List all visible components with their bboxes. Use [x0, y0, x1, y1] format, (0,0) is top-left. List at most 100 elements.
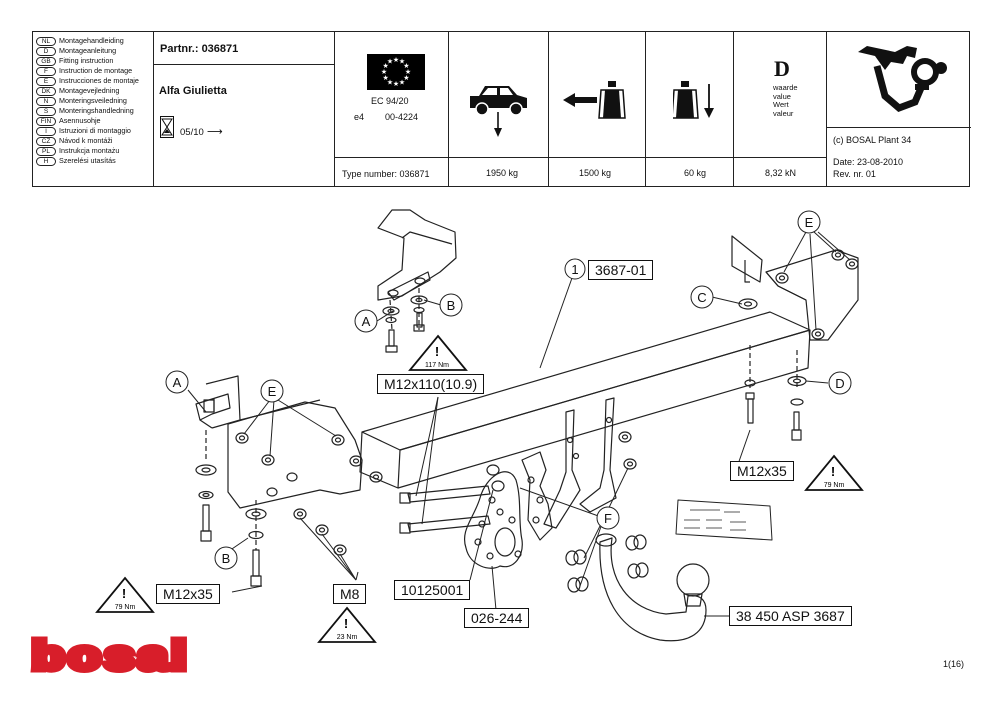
svg-text:F: F — [604, 511, 612, 526]
svg-text:bosal: bosal — [32, 634, 190, 678]
callout-e-right: E — [797, 210, 821, 234]
vertical-load-icon — [673, 81, 714, 119]
build-date: 05/10 — [180, 127, 204, 138]
svg-text:1: 1 — [571, 262, 578, 277]
ball-nuts — [565, 534, 649, 593]
nut-m8-box: M8 — [333, 584, 367, 604]
callout-b-top: B — [439, 293, 463, 317]
torque-warning-79-right: ! 79 Nm — [804, 454, 864, 491]
divider — [153, 64, 334, 65]
svg-text:★: ★ — [382, 74, 388, 82]
svg-text:B: B — [222, 551, 231, 566]
arrow-right-icon: ⟶ — [207, 126, 223, 138]
divider — [334, 32, 335, 186]
svg-text:A: A — [173, 375, 182, 390]
divider — [826, 127, 971, 128]
crossbar — [359, 311, 811, 489]
washer-b-top — [410, 295, 428, 314]
divider — [448, 32, 449, 186]
svg-text:D: D — [835, 376, 844, 391]
callout-c: C — [690, 285, 714, 309]
svg-text:A: A — [362, 314, 371, 329]
part-number-box: 3687-01 — [588, 260, 654, 280]
svg-text:★: ★ — [399, 58, 405, 66]
nuts-f — [486, 431, 637, 492]
svg-text:★: ★ — [399, 78, 405, 86]
bolts-m12x110 — [399, 485, 491, 534]
svg-text:117 Nm: 117 Nm — [425, 362, 449, 369]
svg-text:!: ! — [122, 586, 126, 601]
callout-d: D — [828, 371, 852, 395]
svg-text:★: ★ — [403, 62, 409, 70]
plate-code-box: 10125001 — [394, 580, 471, 600]
d-value: 8,32 kN — [765, 168, 797, 178]
bolt-top — [385, 312, 425, 353]
svg-text:B: B — [447, 298, 456, 313]
callout-a-left: A — [165, 370, 189, 394]
type-plate — [675, 499, 773, 541]
approval-standard: EC 94/20 — [371, 96, 409, 106]
drop-plates — [521, 397, 617, 541]
callout-a-top: A — [354, 309, 378, 333]
washer-c — [738, 298, 758, 310]
bracket-left — [195, 375, 363, 509]
callout-e-left: E — [260, 379, 284, 403]
hourglass-icon — [160, 116, 174, 138]
revision-date: Date: 23-08-2010 — [833, 157, 904, 167]
revision-number: Rev. nr. 01 — [833, 169, 876, 179]
socket-code-box: 026-244 — [464, 608, 530, 628]
fasteners-right — [744, 375, 807, 441]
svg-text:79 Nm: 79 Nm — [824, 482, 845, 489]
trailer-weight-icon — [563, 81, 626, 119]
bracket-top-left — [377, 209, 457, 301]
svg-text:!: ! — [344, 616, 348, 631]
svg-text:★: ★ — [393, 80, 399, 88]
approval-prefix: e4 — [354, 112, 365, 122]
bolt-m12x110-box: M12x110(10.9) — [377, 374, 485, 394]
callout-f: F — [596, 506, 620, 530]
eu-flag-icon: ★★★ ★★★ ★★★ ★★★ — [367, 54, 425, 90]
divider — [548, 32, 549, 186]
torque-warning-79-left: ! 79 Nm — [95, 576, 155, 613]
svg-text:★: ★ — [393, 56, 399, 64]
callout-1: 1 — [564, 258, 586, 280]
svg-text:!: ! — [435, 344, 439, 359]
vertical-load: 60 kg — [684, 168, 707, 178]
fasteners-left — [195, 464, 267, 587]
svg-text:★: ★ — [403, 74, 409, 82]
trailer-mass: 1500 kg — [579, 168, 612, 178]
bolt-m12x35-left-box: M12x35 — [156, 584, 220, 604]
d-words: waarde value Wert valeur — [773, 83, 798, 118]
svg-text:23 Nm: 23 Nm — [337, 634, 358, 641]
svg-text:79 Nm: 79 Nm — [115, 604, 136, 611]
copyright: (c) BOSAL Plant 34 — [833, 135, 912, 145]
svg-text:★: ★ — [405, 68, 411, 76]
bolt-m12x35-right-box: M12x35 — [730, 461, 794, 481]
vehicle-name: Alfa Giulietta — [159, 85, 227, 97]
svg-text:★: ★ — [381, 68, 387, 76]
svg-text:★: ★ — [387, 58, 393, 66]
svg-text:E: E — [268, 384, 277, 399]
svg-text:!: ! — [831, 464, 835, 479]
approval-code: 00-4224 — [385, 112, 419, 122]
svg-text:★: ★ — [382, 62, 388, 70]
torque-warning-117: ! 117 Nm — [408, 334, 468, 371]
car-load-icon — [470, 86, 527, 137]
callout-b-left: B — [214, 546, 238, 570]
type-number: Type number: 036871 — [342, 169, 430, 179]
tow-ball — [595, 533, 710, 642]
